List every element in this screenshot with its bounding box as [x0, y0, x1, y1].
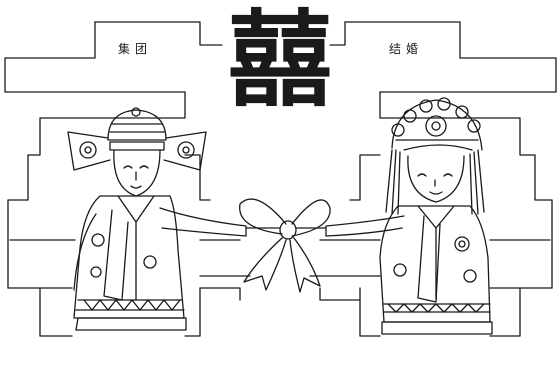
- silk-bow: [239, 198, 331, 293]
- bride-figure: [325, 97, 493, 335]
- left-banner-text: 集团: [118, 42, 153, 56]
- double-happiness-frame: [4, 21, 557, 337]
- double-happiness-character: 囍: [227, 0, 332, 121]
- groom-figure: [67, 107, 247, 331]
- right-banner-text: 结婚: [389, 42, 424, 56]
